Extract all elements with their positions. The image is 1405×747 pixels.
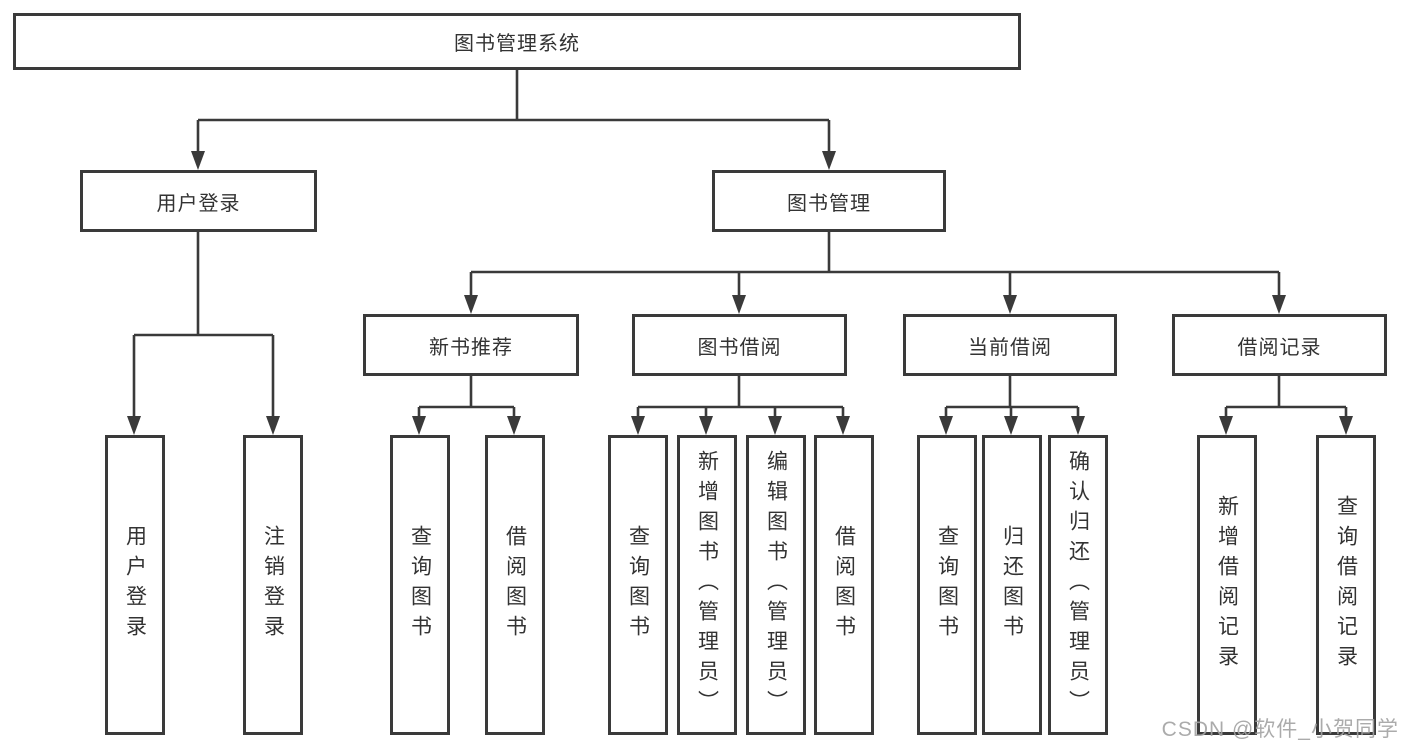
node-root-system: 图书管理系统 [13, 13, 1021, 70]
node-current-borrow: 当前借阅 [903, 314, 1117, 376]
leaf-label: 查询图书 [935, 525, 959, 645]
leaf-label: 新增借阅记录 [1215, 495, 1239, 675]
leaf-add-borrow-record: 新增借阅记录 [1197, 435, 1257, 735]
leaf-user-login: 用户登录 [105, 435, 165, 735]
leaf-add-books-admin: 新增图书（管理员） [677, 435, 737, 735]
leaf-label: 查询图书 [408, 525, 432, 645]
node-book-management-branch: 图书管理 [712, 170, 946, 232]
csdn-watermark: CSDN @软件_小贺同学 [1161, 718, 1399, 741]
leaf-label: 查询图书 [626, 525, 650, 645]
leaf-borrow-books-recommend: 借阅图书 [485, 435, 545, 735]
leaf-logout: 注销登录 [243, 435, 303, 735]
leaf-label: 归还图书 [1000, 525, 1024, 645]
node-label: 用户登录 [156, 192, 241, 215]
leaf-query-books-recommend: 查询图书 [390, 435, 450, 735]
leaf-return-books: 归还图书 [982, 435, 1042, 735]
node-label: 图书借阅 [697, 336, 782, 359]
node-label: 图书管理系统 [454, 33, 580, 55]
leaf-label: 用户登录 [123, 525, 147, 645]
leaf-label: 查询借阅记录 [1334, 495, 1358, 675]
leaf-label: 编辑图书（管理员） [764, 450, 788, 720]
leaf-confirm-return-admin: 确认归还（管理员） [1048, 435, 1108, 735]
node-label: 借阅记录 [1237, 336, 1322, 359]
leaf-query-books-current: 查询图书 [917, 435, 977, 735]
node-label: 图书管理 [787, 192, 871, 215]
leaf-query-borrow-record: 查询借阅记录 [1316, 435, 1376, 735]
leaf-query-books-borrow: 查询图书 [608, 435, 668, 735]
leaf-label: 确认归还（管理员） [1066, 450, 1090, 720]
node-label: 新书推荐 [429, 336, 513, 359]
node-book-borrow: 图书借阅 [632, 314, 847, 376]
node-label: 当前借阅 [968, 336, 1052, 359]
leaf-label: 借阅图书 [832, 525, 856, 645]
node-user-login-branch: 用户登录 [80, 170, 317, 232]
leaf-label: 借阅图书 [503, 525, 527, 645]
node-new-book-recommend: 新书推荐 [363, 314, 579, 376]
node-borrow-record: 借阅记录 [1172, 314, 1387, 376]
leaf-borrow-books: 借阅图书 [814, 435, 874, 735]
leaf-label: 注销登录 [261, 525, 285, 645]
leaf-edit-books-admin: 编辑图书（管理员） [746, 435, 806, 735]
leaf-label: 新增图书（管理员） [695, 450, 719, 720]
